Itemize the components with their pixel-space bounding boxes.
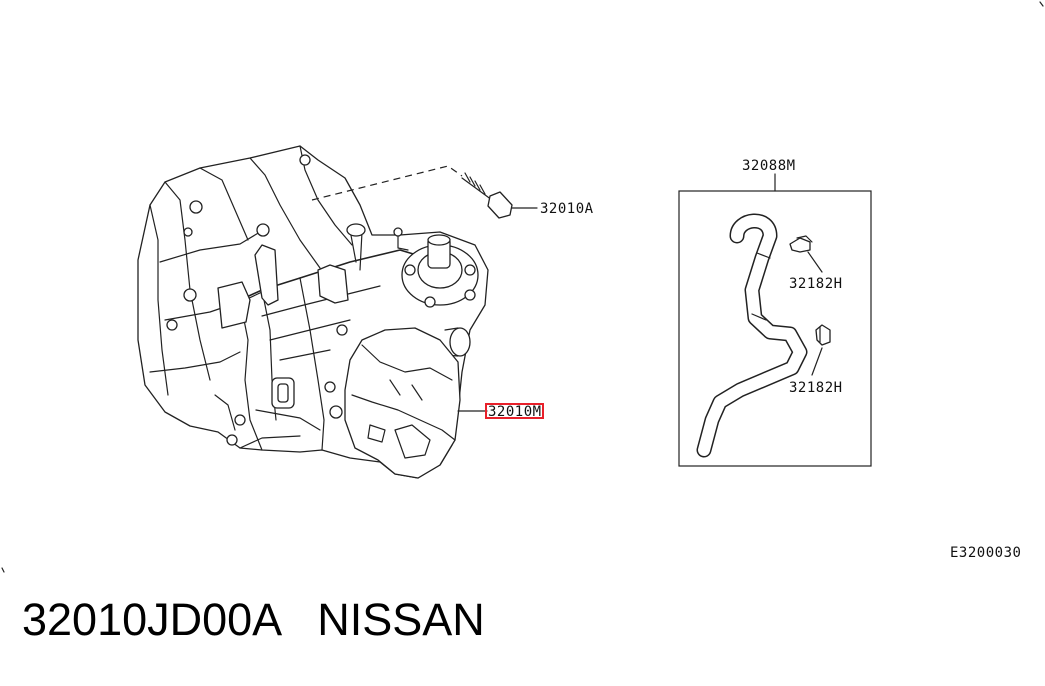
hose-kit-box: 32088M 32182H 32182H (678, 158, 872, 467)
corner-mark (1039, 1, 1044, 7)
clip-upper-icon (789, 235, 823, 273)
transmission-assembly (137, 145, 489, 479)
part-number: 32010JD00A (22, 594, 280, 645)
bolt-32010A-icon (311, 165, 538, 219)
label-clip-upper: 32182H (789, 276, 843, 292)
clip-lower-icon (811, 324, 831, 376)
brand-name: NISSAN (317, 594, 485, 645)
label-hose-kit: 32088M (742, 158, 796, 174)
label-bolt: 32010A (540, 201, 594, 217)
highlight-box (485, 403, 544, 419)
label-clip-lower: 32182H (789, 380, 843, 396)
corner-mark (1, 567, 5, 573)
figure-code: E3200030 (950, 545, 1021, 561)
breather-hose-icon (696, 213, 808, 458)
label-transmission: 32010M (488, 404, 542, 420)
part-caption: 32010JD00A NISSAN (22, 597, 485, 642)
